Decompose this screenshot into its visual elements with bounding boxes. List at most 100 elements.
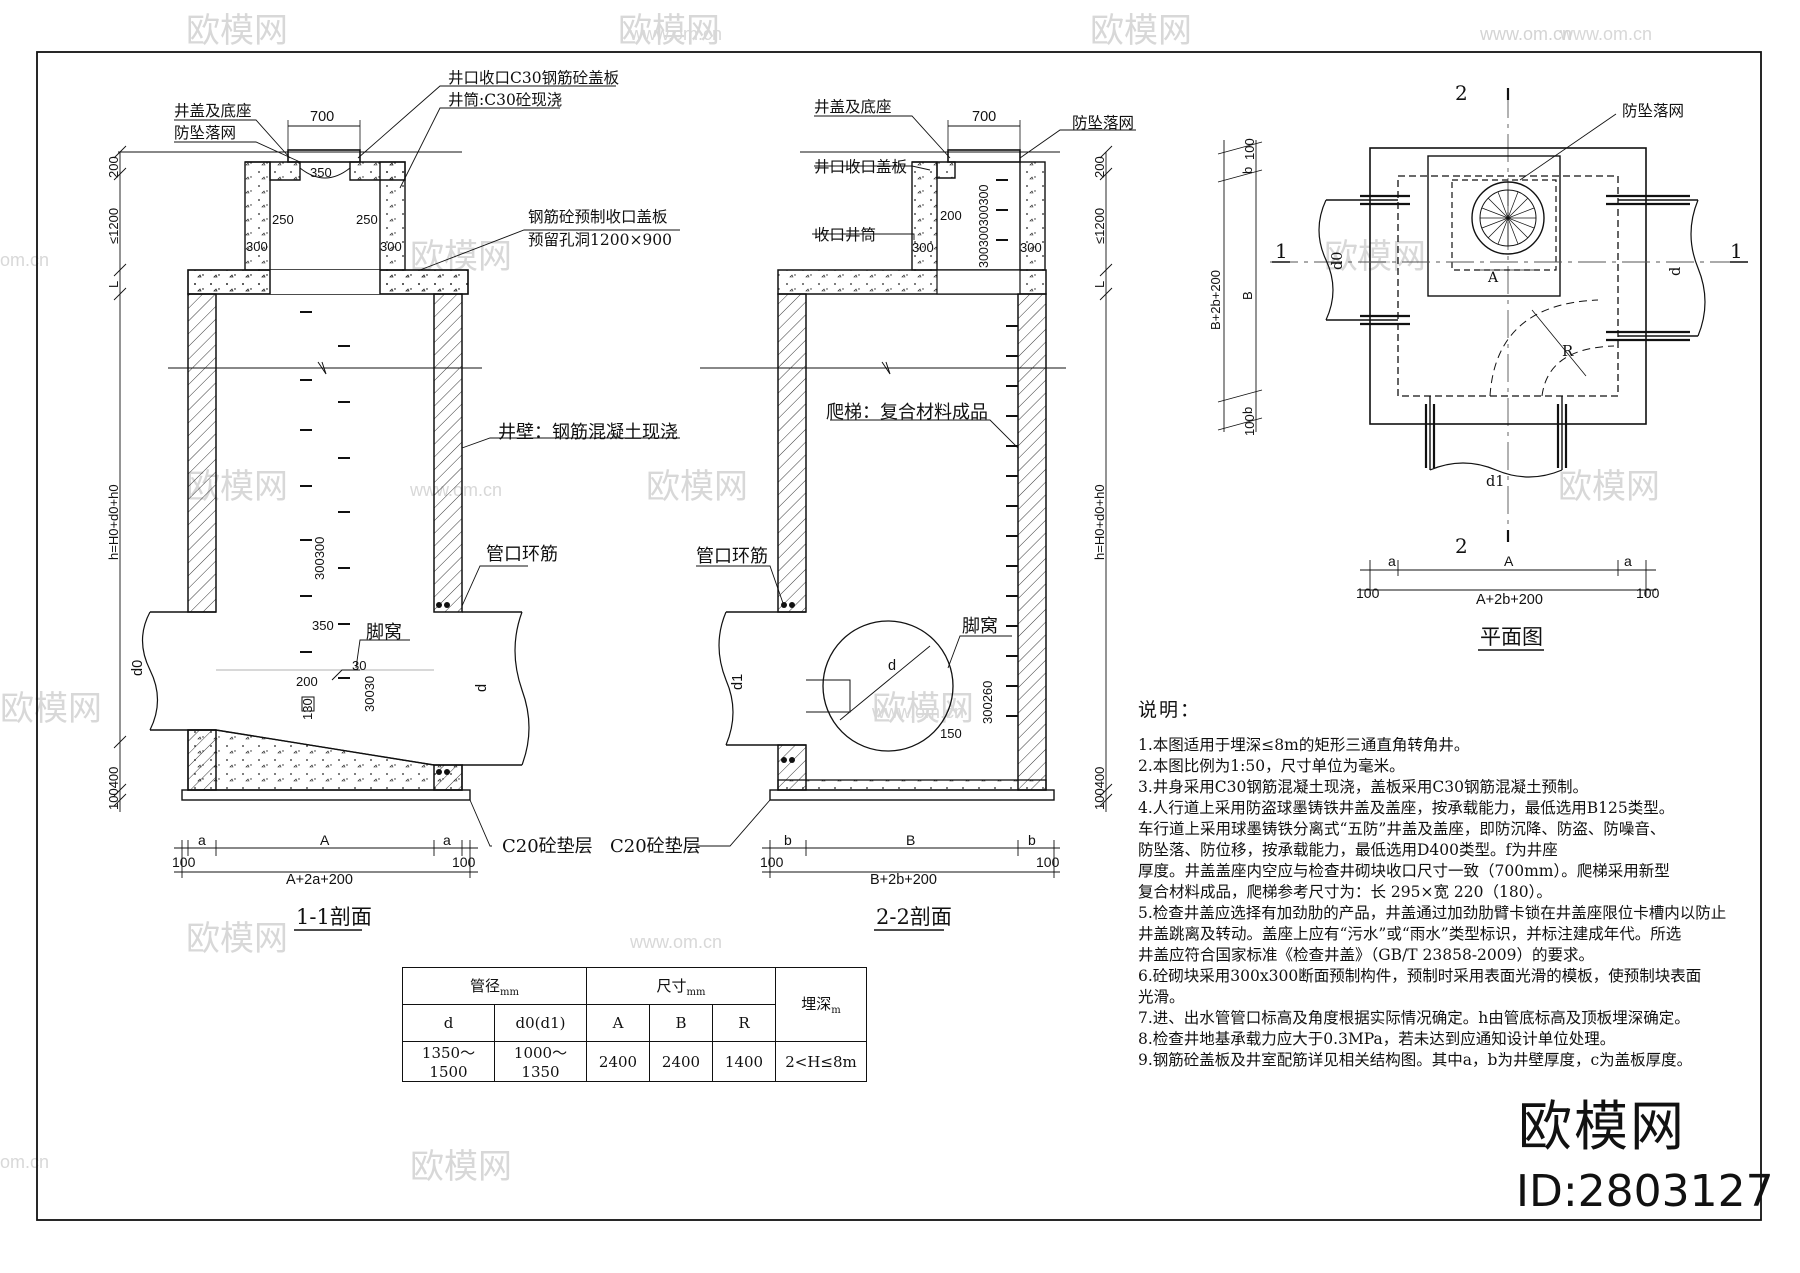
label-pipe-ring-2: 管口环筋 — [696, 546, 768, 567]
plan-pipe-bottom — [1429, 396, 1563, 470]
svg-text:700: 700 — [310, 109, 334, 125]
watermark-brand: 欧模网 欧模网 欧模网 欧模网 欧模网 欧模网 欧模网 欧模网 欧模网 欧模网 … — [0, 12, 1660, 1186]
notes-line: 厚度。井盖盖座内空应与检查井砌块收口尺寸一致（700mm）。爬梯采用新型 — [1138, 862, 1670, 880]
svg-text:欧模网: 欧模网 — [0, 690, 102, 728]
svg-text:A: A — [320, 832, 330, 848]
label-anti-fall-net-plan: 防坠落网 — [1622, 102, 1684, 120]
svg-text:250: 250 — [356, 212, 378, 227]
svg-text:350: 350 — [310, 165, 332, 180]
svg-text:a: a — [443, 832, 451, 848]
svg-text:www.om.cn: www.om.cn — [1479, 24, 1572, 44]
cell-d0: 1000～1350 — [494, 1041, 587, 1082]
table-row: 管径mm 尺寸mm 埋深m — [402, 967, 867, 1042]
svg-text:d1: d1 — [730, 674, 746, 690]
svg-text:d0: d0 — [130, 660, 146, 676]
plan-inner — [1397, 175, 1619, 397]
drawing-id: ID:2803127 — [1516, 1166, 1774, 1217]
label-pipe-ring-1: 管口环筋 — [486, 544, 558, 565]
svg-text:300: 300 — [1020, 240, 1042, 255]
svg-text:欧模网: 欧模网 — [1324, 238, 1426, 276]
label-ladder: 爬梯：复合材料成品 — [826, 402, 988, 423]
notes-line: 9.钢筋砼盖板及井室配筋详见相关结构图。其中a，b为井壁厚度，c为盖板厚度。 — [1138, 1051, 1693, 1069]
notes-line: 井盖跳离及转动。盖座上应有“污水”或“雨水”类型标识，并标注建成年代。所选 — [1138, 925, 1682, 943]
svg-text:b: b — [1028, 832, 1036, 848]
svg-text:700: 700 — [972, 109, 996, 125]
svg-text:om.cn: om.cn — [0, 250, 49, 270]
spec-table: 管径mm 尺寸mm 埋深m d d0(d1) A B R 1350～1500 1… — [402, 967, 867, 1082]
table-row: d d0(d1) A B R — [402, 1004, 867, 1042]
svg-text:欧模网: 欧模网 — [1558, 468, 1660, 506]
plan-d1: d1 — [1486, 474, 1505, 490]
wall-left-2 — [777, 293, 807, 613]
svg-text:100: 100 — [1242, 138, 1257, 160]
plan-view: 2 2 防坠落网 1 1 d0 — [1208, 81, 1752, 651]
cell-B: 2400 — [649, 1041, 713, 1082]
svg-text:a: a — [1388, 553, 1396, 569]
label-cushion-2: C20砼垫层 — [610, 836, 701, 857]
plan-A-inner: A — [1487, 270, 1499, 286]
svg-text:A: A — [1504, 553, 1514, 569]
plan-pipe-right — [1618, 199, 1698, 337]
label-foothold-2: 脚窝 — [962, 616, 998, 637]
cut-2-top: 2 — [1455, 81, 1468, 105]
label-top-slab-1: 井口收口C30钢筋砼盖板 — [448, 69, 619, 87]
watermark-layer: 欧模网 欧模网 欧模网 欧模网 欧模网 欧模网 欧模网 欧模网 欧模网 欧模网 … — [0, 12, 1660, 1186]
section-2-2: 井盖及底座 防坠落网 井口收口盖板 收口井筒 爬梯：复合材料成品 管口环筋 脚窝… — [610, 98, 1136, 931]
svg-text:欧模网: 欧模网 — [1090, 12, 1192, 50]
dimensions-2-2: 700 200 ≤1200 L h=H0+d0+h0 100400 200 30… — [730, 109, 1113, 888]
svg-text:130: 130 — [300, 698, 315, 720]
svg-text:100400: 100400 — [1092, 767, 1107, 810]
notes-line: 4.人行道上采用防盗球墨铸铁井盖及盖座，按承载能力，最低选用B125类型。 — [1138, 799, 1675, 817]
chimney-wall-left — [244, 161, 271, 271]
th-R: R — [712, 1004, 776, 1042]
notes-heading: 说明： — [1138, 699, 1202, 721]
svg-text:B+2b+200: B+2b+200 — [1208, 270, 1223, 330]
svg-text:L: L — [1092, 281, 1107, 288]
wall-left — [187, 293, 217, 613]
label-shaft-1: 井筒:C30砼现浇 — [448, 91, 562, 109]
th-pipe: 管径mm — [402, 967, 587, 1005]
th-B: B — [649, 1004, 713, 1042]
title-section-2-2: 2-2剖面 — [876, 905, 952, 929]
label-precast-slab: 钢筋砼预制收口盖板 — [528, 208, 668, 226]
th-d0: d0(d1) — [494, 1004, 587, 1042]
table-row: 1350～1500 1000～1350 2400 2400 1400 2<H≤8… — [402, 1041, 867, 1082]
cushion-1 — [181, 789, 471, 801]
plan-R: R — [1562, 342, 1574, 360]
cut-2-bottom: 2 — [1455, 534, 1468, 558]
svg-text:om.cn: om.cn — [0, 1152, 49, 1172]
svg-text:300: 300 — [246, 239, 268, 254]
plan-chimney — [1427, 155, 1561, 297]
brand-stamp-mark: www.om.cn — [1479, 24, 1572, 44]
svg-text:30030: 30030 — [362, 676, 377, 712]
plan-d0: d0 — [1330, 251, 1346, 270]
label-shaft-2: 收口井筒 — [814, 226, 876, 244]
label-foothold-1: 脚窝 — [366, 622, 402, 643]
svg-text:150: 150 — [940, 726, 962, 741]
svg-text:A+2a+200: A+2a+200 — [286, 872, 353, 888]
notes-line: 防坠落、防位移，按承载能力，最低选用D400类型。f为井座 — [1138, 841, 1558, 859]
svg-text:100: 100 — [1356, 585, 1380, 601]
svg-text:b: b — [1240, 407, 1255, 414]
svg-text:欧模网: 欧模网 — [872, 690, 974, 728]
svg-text:b: b — [784, 832, 792, 848]
svg-text:300300300300: 300300300300 — [977, 185, 991, 268]
base-slab — [187, 729, 463, 791]
cell-d: 1350～1500 — [402, 1041, 495, 1082]
brand-watermark: 欧模网 — [1518, 1095, 1686, 1158]
notes-line: 5.检查井盖应选择有加劲肋的产品，井盖通过加劲肋臂卡锁在井盖座限位卡槽内以防止 — [1138, 904, 1727, 922]
svg-text:100: 100 — [172, 854, 196, 870]
svg-text:200: 200 — [1092, 156, 1107, 178]
svg-text:欧模网: 欧模网 — [646, 468, 748, 506]
plan-outer — [1369, 147, 1647, 425]
svg-text:300: 300 — [912, 240, 934, 255]
base-slab-2 — [777, 779, 1047, 791]
svg-text:A+2b+200: A+2b+200 — [1476, 592, 1543, 608]
notes-line: 3.井身采用C30钢筋混凝土现浇，盖板采用C30钢筋混凝土预制。 — [1138, 778, 1588, 796]
notes-line: 1.本图适用于埋深≤8m的矩形三通直角转角井。 — [1138, 736, 1470, 754]
label-cover-base-2: 井盖及底座 — [814, 98, 892, 116]
svg-text:B+2b+200: B+2b+200 — [870, 872, 937, 888]
th-A: A — [586, 1004, 650, 1042]
svg-text:350: 350 — [312, 618, 334, 633]
cushion-2 — [769, 789, 1055, 801]
